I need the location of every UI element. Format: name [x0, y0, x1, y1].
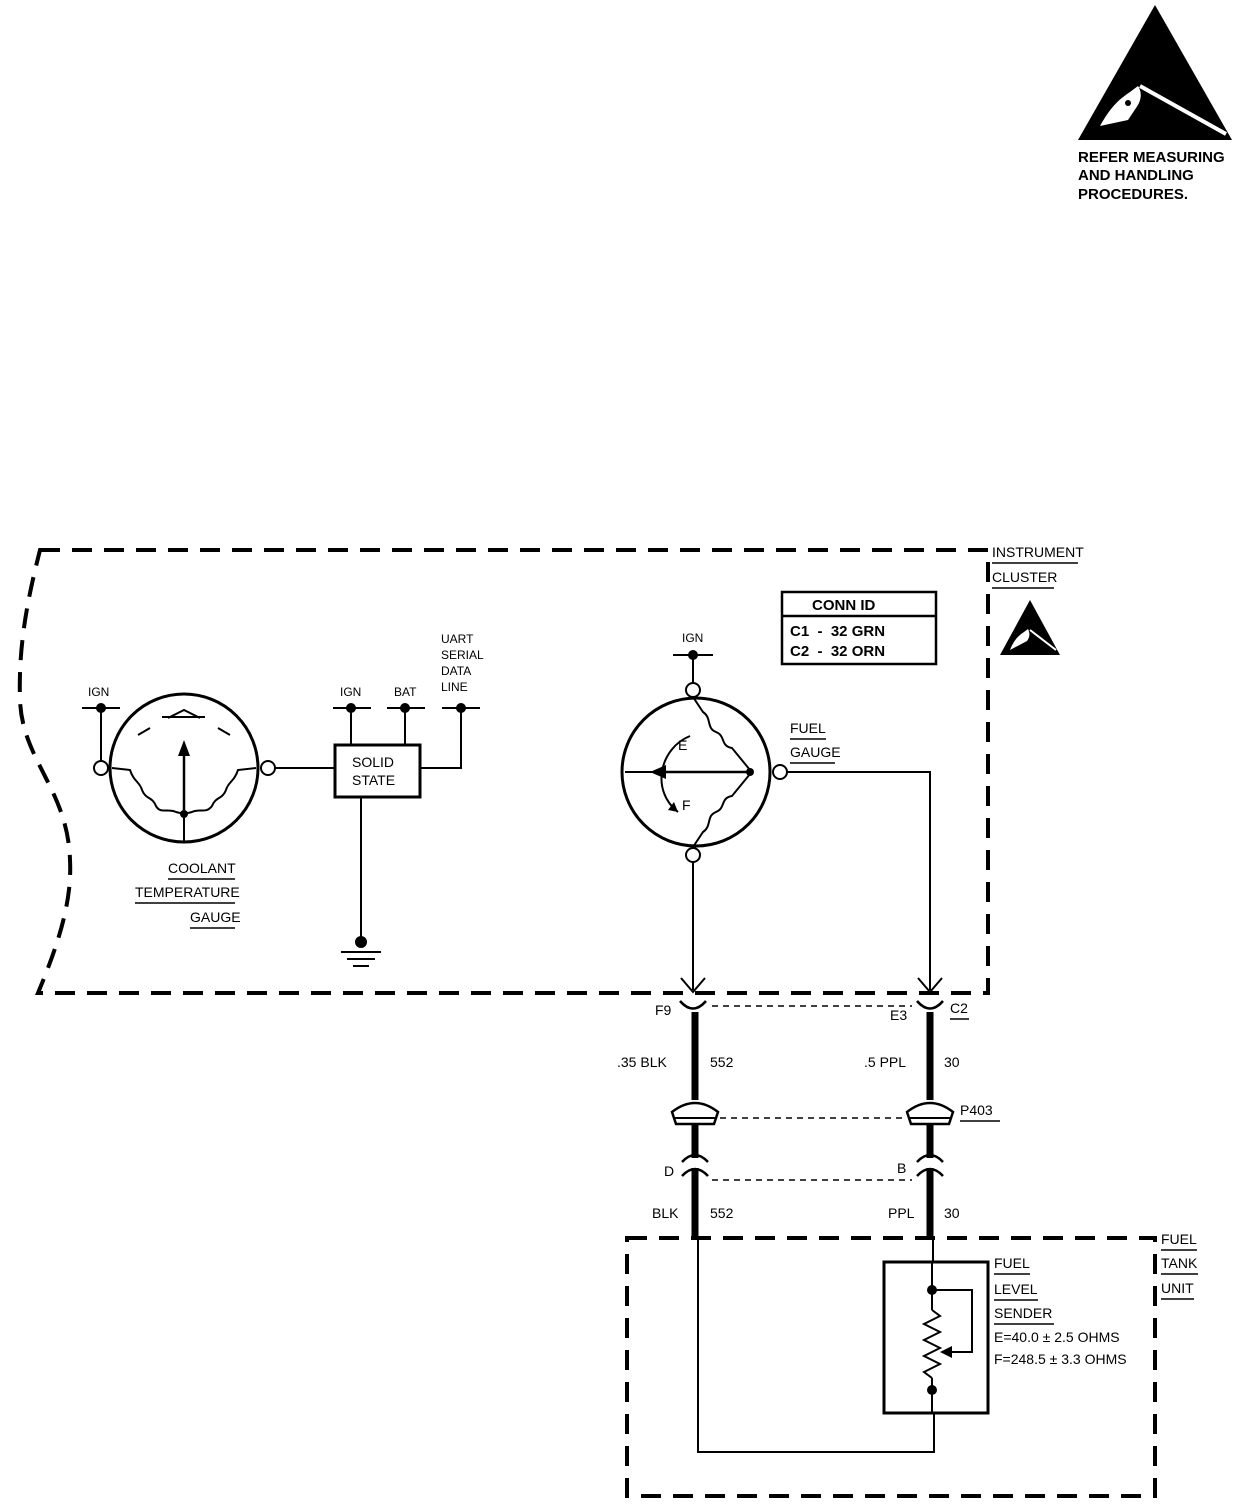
fuel-gauge-label-1: FUEL [790, 720, 826, 736]
warning-line-2: AND HANDLING [1078, 167, 1194, 184]
fuel-gauge-mark-f: F [682, 797, 691, 813]
instrument-cluster-label-1: INSTRUMENT [992, 544, 1084, 560]
fuel-tank-label-1: FUEL [1161, 1231, 1197, 1247]
fuel-gauge-label-2: GAUGE [790, 744, 841, 760]
uart-label-4: LINE [441, 680, 468, 694]
connector-e3-cavity [916, 1000, 944, 1010]
connector-b-cavity [916, 1153, 944, 1163]
sender-spec-e: E=40.0 ± 2.5 OHMS [994, 1329, 1120, 1345]
instrument-cluster-boundary [17, 548, 990, 995]
connector-p403-left [670, 1101, 720, 1126]
connector-p403-label: P403 [960, 1102, 993, 1118]
connector-f9-label: F9 [655, 1002, 672, 1018]
connector-c2-label: C2 [950, 1000, 968, 1016]
fuel-tank-label-2: TANK [1161, 1255, 1198, 1271]
warning-line-3: PROCEDURES. [1078, 186, 1188, 203]
connector-p403-right [905, 1101, 955, 1126]
solid-state-bat-label: BAT [394, 685, 417, 699]
solid-state-label-2: STATE [352, 772, 395, 788]
solid-state-label-1: SOLID [352, 754, 394, 770]
wire-left-upper-circuit: 552 [710, 1054, 734, 1070]
connector-e3-label: E3 [890, 1007, 907, 1023]
wire-right-upper-circuit: 30 [944, 1054, 960, 1070]
coolant-gauge-left-terminal [93, 760, 109, 776]
coolant-gauge-right-terminal [260, 760, 276, 776]
conn-id-title: CONN ID [812, 597, 876, 614]
esd-small-icon [1000, 600, 1060, 655]
connector-d-cavity [681, 1153, 709, 1163]
fuel-gauge-bottom-terminal [685, 847, 701, 863]
wire-left-lower-circuit: 552 [710, 1205, 734, 1221]
conn-id-row-1: C1 - 32 GRN [790, 623, 885, 640]
fuel-tank-unit-boundary [625, 1236, 1157, 1498]
conn-id-table [780, 590, 938, 666]
coolant-label-3: GAUGE [190, 909, 241, 925]
coolant-ign-label: IGN [88, 685, 109, 699]
fuel-gauge-ign-label: IGN [682, 631, 703, 645]
solid-state-module [333, 743, 422, 799]
wire-right-lower-circuit: 30 [944, 1205, 960, 1221]
instrument-cluster-label-2: CLUSTER [992, 569, 1057, 585]
sender-label-2: LEVEL [994, 1281, 1038, 1297]
fuel-gauge-right-terminal [772, 764, 788, 780]
fuel-gauge-top-terminal [685, 682, 701, 698]
uart-label-1: UART [441, 632, 474, 646]
ground-icon [341, 951, 381, 967]
connector-d-label: D [664, 1163, 674, 1179]
fuel-level-sender [882, 1260, 990, 1415]
esd-warning-icon [1078, 5, 1232, 140]
conn-id-row-2: C2 - 32 ORN [790, 643, 885, 660]
wire-right-upper-color: .5 PPL [864, 1054, 906, 1070]
wire-left-lower-color: BLK [652, 1205, 679, 1221]
sender-label-1: FUEL [994, 1255, 1030, 1271]
wire-left-upper-color: .35 BLK [617, 1054, 667, 1070]
sender-spec-f: F=248.5 ± 3.3 OHMS [994, 1351, 1127, 1367]
warning-line-1: REFER MEASURING [1078, 149, 1225, 166]
solid-state-ign-label: IGN [340, 685, 361, 699]
uart-label-3: DATA [441, 664, 471, 678]
sender-resistor [921, 1309, 943, 1379]
coolant-temperature-gauge [108, 692, 260, 844]
coolant-label-1: COOLANT [168, 860, 236, 876]
ground-point [355, 936, 367, 948]
fuel-gauge-mark-e: E [678, 737, 687, 753]
wire-right-lower-color: PPL [888, 1205, 915, 1221]
coolant-label-2: TEMPERATURE [135, 884, 240, 900]
sender-label-3: SENDER [994, 1305, 1052, 1321]
connector-f9-cavity [679, 1000, 707, 1010]
fuel-gauge [620, 696, 772, 848]
uart-label-2: SERIAL [441, 648, 484, 662]
connector-b-label: B [897, 1160, 906, 1176]
fuel-tank-label-3: UNIT [1161, 1280, 1194, 1296]
